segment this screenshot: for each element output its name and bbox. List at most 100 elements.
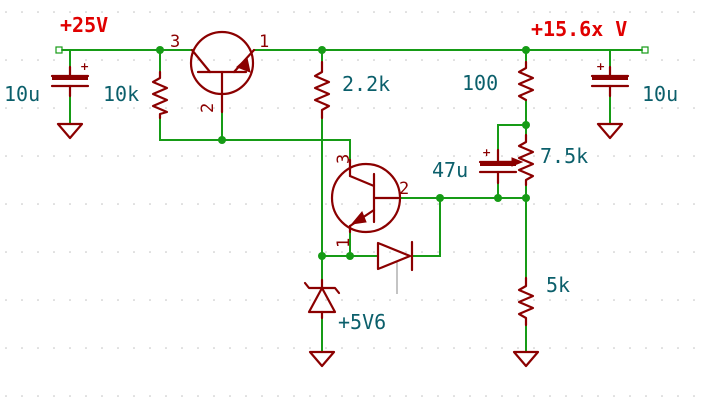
grid-dot xyxy=(629,59,631,61)
grid-dot xyxy=(197,395,199,397)
grid-dot xyxy=(501,155,503,157)
grid-dot xyxy=(389,203,391,205)
grid-dot xyxy=(389,347,391,349)
grid-dot xyxy=(661,107,663,109)
grid-dot xyxy=(149,203,151,205)
grid-dot xyxy=(693,395,695,397)
grid-dot xyxy=(469,347,471,349)
grid-dot xyxy=(693,347,695,349)
grid-dot xyxy=(677,347,679,349)
grid-dot xyxy=(549,347,551,349)
grid-dot xyxy=(277,395,279,397)
grid-dot xyxy=(213,347,215,349)
r-collector-value: 2.2k xyxy=(342,72,390,96)
grid-dot xyxy=(533,299,535,301)
grid-dot xyxy=(405,299,407,301)
grid-dot xyxy=(373,11,375,13)
grid-dot xyxy=(597,395,599,397)
grid-dot xyxy=(469,11,471,13)
r-base-value: 10k xyxy=(103,82,139,106)
output-rail-terminal-icon xyxy=(641,46,649,54)
grid-dot xyxy=(277,155,279,157)
grid-dot xyxy=(485,203,487,205)
grid-dot xyxy=(325,299,327,301)
grid-dot xyxy=(565,11,567,13)
grid-dot xyxy=(389,11,391,13)
grid-dot xyxy=(21,299,23,301)
grid-dot xyxy=(5,107,7,109)
grid-dot xyxy=(261,299,263,301)
grid-dot xyxy=(213,155,215,157)
resistor-top-icon xyxy=(517,60,535,102)
grid-dot xyxy=(341,155,343,157)
grid-dot xyxy=(453,59,455,61)
grid-dot xyxy=(405,155,407,157)
grid-dot xyxy=(197,59,199,61)
grid-dot xyxy=(437,299,439,301)
c-in-plus-label: + xyxy=(80,60,89,73)
grid-dot xyxy=(661,299,663,301)
grid-dot xyxy=(693,59,695,61)
grid-dot xyxy=(261,59,263,61)
grid-dot xyxy=(117,155,119,157)
grid-dot xyxy=(245,395,247,397)
grid-dot xyxy=(181,347,183,349)
grid-dot xyxy=(149,347,151,349)
grid-dot xyxy=(437,11,439,13)
grid-dot xyxy=(437,203,439,205)
zener-value: +5V6 xyxy=(338,310,386,334)
grid-dot xyxy=(597,11,599,13)
grid-dot xyxy=(293,11,295,13)
grid-dot xyxy=(181,395,183,397)
wire-c47-top xyxy=(497,124,527,151)
grid-dot xyxy=(405,203,407,205)
grid-dot xyxy=(197,155,199,157)
grid-dot xyxy=(613,299,615,301)
grid-dot xyxy=(213,203,215,205)
grid-dot xyxy=(5,299,7,301)
grid-dot xyxy=(629,395,631,397)
grid-dot xyxy=(309,59,311,61)
grid-dot xyxy=(133,11,135,13)
grid-dot xyxy=(101,299,103,301)
grid-dot xyxy=(485,251,487,253)
grid-dot xyxy=(261,107,263,109)
grid-dot xyxy=(469,155,471,157)
grid-dot xyxy=(293,347,295,349)
grid-dot xyxy=(101,59,103,61)
grid-dot xyxy=(181,11,183,13)
grid-dot xyxy=(69,395,71,397)
grid-dot xyxy=(341,347,343,349)
grid-dot xyxy=(229,251,231,253)
grid-dot xyxy=(5,395,7,397)
grid-dot xyxy=(661,251,663,253)
grid-dot xyxy=(165,203,167,205)
grid-dot xyxy=(5,347,7,349)
grid-dot xyxy=(629,11,631,13)
grid-dot xyxy=(229,395,231,397)
grid-dot xyxy=(149,251,151,253)
grid-dot xyxy=(373,251,375,253)
grid-dot xyxy=(261,203,263,205)
grid-dot xyxy=(661,395,663,397)
grid-dot xyxy=(565,347,567,349)
grid-dot xyxy=(277,59,279,61)
grid-dot xyxy=(453,155,455,157)
grid-dot xyxy=(645,155,647,157)
grid-dot xyxy=(181,251,183,253)
grid-dot xyxy=(597,107,599,109)
grid-dot xyxy=(389,299,391,301)
grid-dot xyxy=(181,155,183,157)
grid-dot xyxy=(597,203,599,205)
grid-dot xyxy=(613,251,615,253)
grid-dot xyxy=(341,251,343,253)
grid-dot xyxy=(565,107,567,109)
grid-dot xyxy=(277,347,279,349)
grid-dot xyxy=(613,347,615,349)
grid-dot xyxy=(421,155,423,157)
grid-dot xyxy=(501,11,503,13)
grid-dot xyxy=(549,251,551,253)
grid-dot xyxy=(149,107,151,109)
grid-dot xyxy=(485,11,487,13)
grid-dot xyxy=(517,59,519,61)
